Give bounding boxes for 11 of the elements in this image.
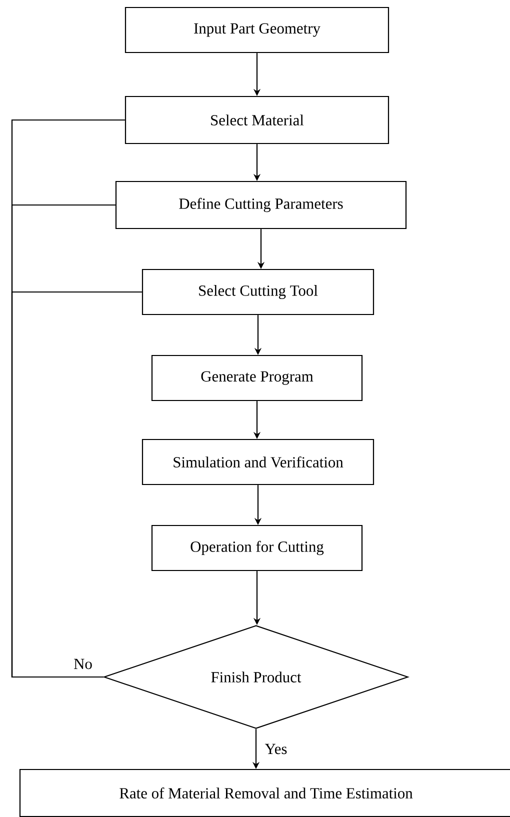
process-box: Generate Program bbox=[151, 354, 363, 402]
process-box: Simulation and Verification bbox=[142, 438, 374, 486]
process-box: Operation for Cutting bbox=[151, 524, 363, 572]
process-box: Define Cutting Parameters bbox=[115, 180, 407, 230]
process-box: Input Part Geometry bbox=[124, 6, 390, 54]
process-box: Select Material bbox=[124, 96, 390, 144]
process-box: Select Cutting Tool bbox=[142, 268, 374, 316]
process-box: Rate of Material Removal and Time Estimation bbox=[19, 768, 510, 817]
edge-label: Yes bbox=[264, 742, 288, 756]
edge-label: No bbox=[72, 658, 94, 670]
connector-line bbox=[11, 291, 142, 678]
